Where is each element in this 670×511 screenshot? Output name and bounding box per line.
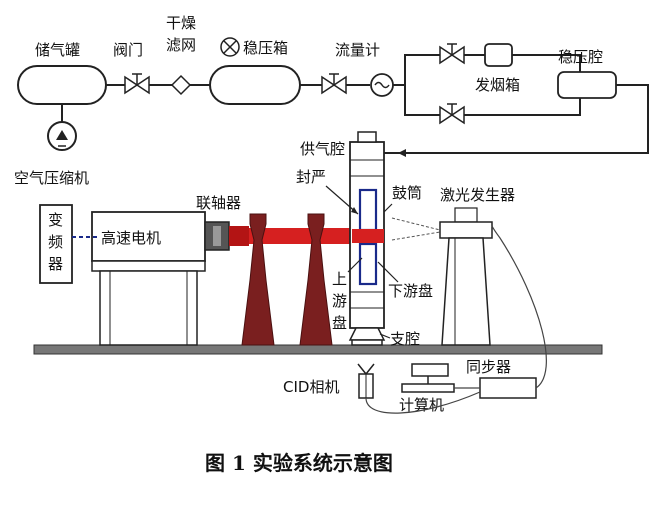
storage-tank-label: 储气罐 [35,41,80,59]
inverter-box [39,204,73,284]
laser-cable [491,225,547,389]
synchronizer-box [479,377,537,399]
computer-icon [401,363,455,393]
bearing-support-2 [299,213,333,346]
seal-label: 封严 [296,168,326,186]
valve-icon-3 [439,43,465,65]
support-cone [348,327,386,341]
valve-icon [124,73,150,95]
drum-label: 鼓筒 [392,184,422,202]
camera-label: CID相机 [283,378,339,396]
laser-sheet [391,217,441,231]
synchronizer-label: 同步器 [466,358,511,376]
compressor-label: 空气压缩机 [14,169,89,187]
surge-tank [209,65,301,105]
upstream-disk [358,242,378,286]
laser-stand [441,237,491,346]
filter-label-line2: 滤网 [166,36,196,54]
camera-cable [365,391,481,414]
base-plate [33,344,603,355]
valve-icon-2 [321,73,347,95]
laser-label: 激光发生器 [440,186,515,204]
valve-icon-4 [439,103,465,125]
inverter-label-3: 器 [48,255,63,273]
bearing-support-1 [241,213,275,346]
computer-label: 计算机 [399,396,444,414]
filter-icon [170,74,192,96]
smoke-box [484,43,513,67]
camera-icon [357,363,375,399]
flowmeter-label: 流量计 [335,41,380,59]
gauge-icon [220,37,240,57]
filter-label-line1: 干燥 [166,14,196,32]
coupling-label: 联轴器 [196,194,241,212]
surge-tank-label: 稳压箱 [243,39,288,57]
valve-label: 阀门 [113,41,143,59]
surge-chamber-label: 稳压腔 [558,48,603,66]
support-label: 支腔 [390,330,420,348]
downstream-disk [358,188,378,232]
upstream-label-1: 上 [332,270,347,288]
smoke-box-label: 发烟箱 [475,76,520,94]
figure-caption: 图 1 实验系统示意图 [205,451,393,475]
compressor-icon [47,121,77,151]
storage-tank [17,65,107,105]
upstream-label-3: 盘 [332,314,347,332]
motor-label: 高速电机 [101,229,161,247]
flowmeter-icon [370,73,394,97]
inverter-label-2: 频 [48,233,63,251]
upstream-label-2: 游 [332,292,347,310]
inverter-label-1: 变 [48,211,63,229]
downstream-label: 下游盘 [388,282,433,300]
supply-chamber-label: 供气腔 [300,140,345,158]
laser-head [439,221,493,239]
surge-chamber [557,71,617,99]
